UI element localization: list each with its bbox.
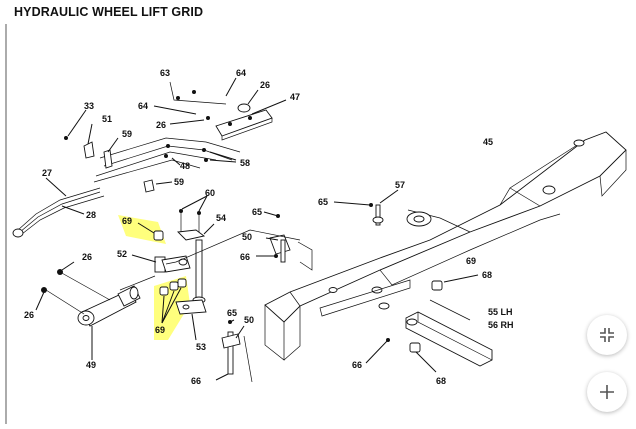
callout-26: 26 [260,80,270,90]
diagram-title: HYDRAULIC WHEEL LIFT GRID [14,5,204,19]
callout-45: 45 [483,137,493,147]
bracket-part-53 [175,299,207,341]
callout-26-b: 26 [156,120,166,130]
callout-26-d: 26 [24,310,34,320]
callout-57: 57 [395,180,405,190]
callout-33: 33 [84,101,94,111]
pin-part-57 [372,189,399,226]
callout-51: 51 [102,114,112,124]
callout-69-bottom: 69 [155,325,165,335]
callout-26-c: 26 [82,252,92,262]
callout-65-right: 65 [318,197,328,207]
callout-66-lower: 66 [191,376,201,386]
callout-66-right: 66 [352,360,362,370]
callout-68-top: 68 [482,270,492,280]
hose-part-27-28 [12,177,105,238]
clamp-part-59 [103,137,173,193]
main-frame-part-45 [264,131,627,361]
fitting-part-63-64 [153,77,259,125]
bracket-part-51 [83,123,95,159]
callout-59: 59 [122,129,132,139]
callout-27: 27 [42,168,52,178]
bolt-part-60 [179,195,208,232]
callout-69-top: 69 [122,216,132,226]
callout-60: 60 [205,188,215,198]
bolt-part-33 [64,109,87,140]
bushing-part-68 [409,274,479,373]
callout-48: 48 [180,161,190,171]
callout-64-b: 64 [138,101,148,111]
callout-58: 58 [240,158,250,168]
fastener-dot [386,338,390,342]
frame-bracket-line [297,241,313,271]
callout-63: 63 [160,68,170,78]
callout-68-bottom: 68 [436,376,446,386]
callout-50-lower: 50 [244,315,254,325]
fitting-26-a [57,269,63,275]
zoom-in-button[interactable] [587,372,627,412]
collapse-button[interactable] [587,315,627,355]
callout-66-mid: 66 [240,252,250,262]
callout-47: 47 [290,92,300,102]
callout-59-b: 59 [174,177,184,187]
callout-49: 49 [86,360,96,370]
callout-54: 54 [216,213,226,223]
mount-part-52 [131,254,191,273]
collapse-icon [600,328,614,342]
callout-65-mid: 65 [252,207,262,217]
callout-50-mid: 50 [242,232,252,242]
pivot-pin-part-50 [265,234,291,263]
bolt-part-65-upper [333,201,373,207]
valve-block-part-47 [215,99,287,141]
callout-65-lower: 65 [227,308,237,318]
callout-56-rh: 56 RH [488,320,514,330]
hydraulic-hoses-part-48 [93,137,241,183]
bushing-part-69 [137,222,187,324]
callout-52: 52 [117,249,127,259]
fitting-26-b [41,287,47,293]
plus-icon [600,385,614,399]
callout-53: 53 [196,342,206,352]
pin-part-50-lower [215,319,253,383]
wheel-arm-part-55-56 [405,299,493,367]
callout-69-right: 69 [466,256,476,266]
callout-64: 64 [236,68,246,78]
callout-55-lh: 55 LH [488,307,513,317]
callout-28: 28 [86,210,96,220]
leader-66-right [365,339,389,364]
hydraulic-cylinder-part-49 [45,271,141,360]
